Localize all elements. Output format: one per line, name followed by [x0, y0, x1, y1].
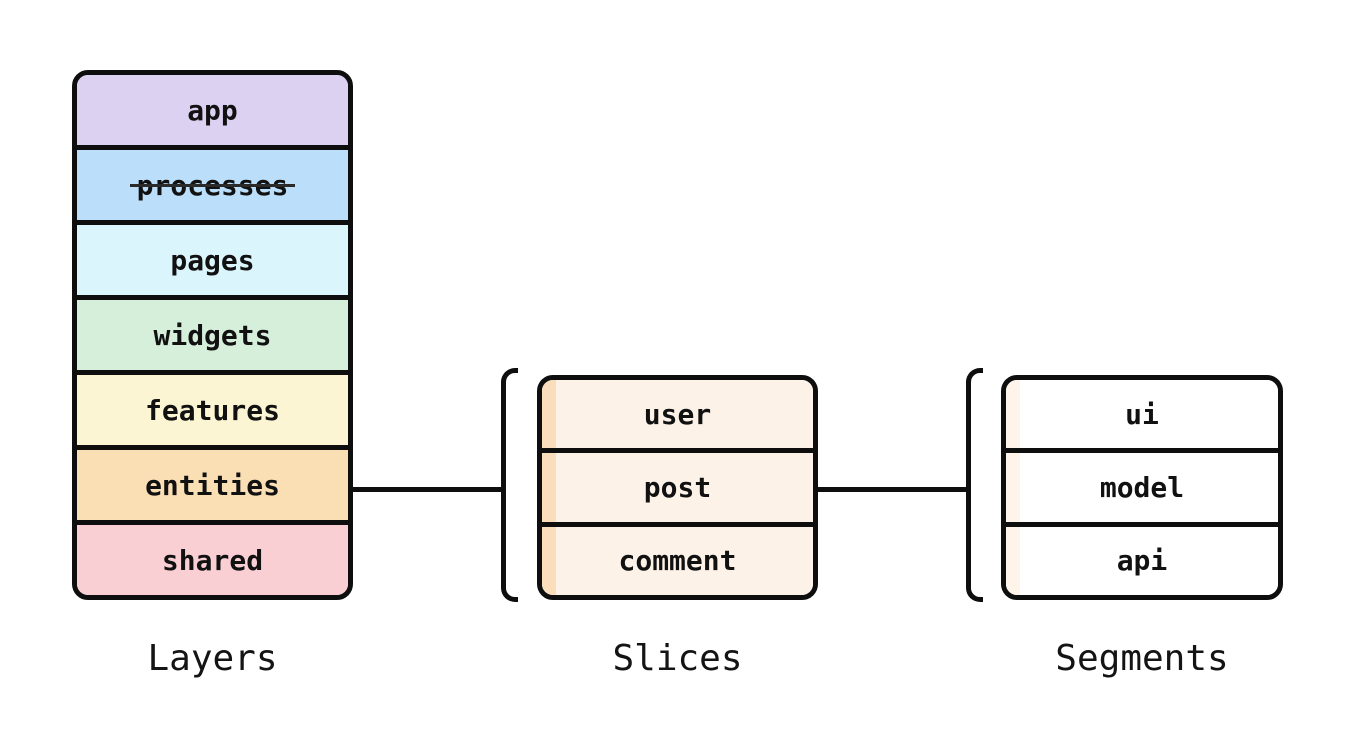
- slice-row-comment: comment: [542, 521, 813, 595]
- caption-segments: Segments: [1055, 638, 1229, 679]
- slice-accent-stripe: [542, 380, 556, 449]
- slices-stack: user post comment: [537, 375, 818, 600]
- layer-label-pages: pages: [170, 243, 255, 277]
- caption-slices: Slices: [612, 638, 743, 679]
- segment-label-api: api: [1116, 544, 1168, 578]
- caption-layers: Layers: [147, 638, 278, 679]
- slice-row-post: post: [542, 448, 813, 522]
- layer-row-pages: pages: [77, 220, 348, 295]
- connector-slices-to-segments: [817, 487, 968, 492]
- segment-label-ui: ui: [1125, 397, 1159, 431]
- layer-row-processes: processes: [77, 145, 348, 220]
- layer-row-entities: entities: [77, 445, 348, 520]
- slice-accent-stripe: [542, 453, 556, 522]
- segment-accent-stripe: [1006, 526, 1020, 595]
- slices-bracket-icon: [501, 368, 518, 602]
- slice-label-post: post: [643, 470, 712, 504]
- layer-row-shared: shared: [77, 520, 348, 595]
- segments-stack: ui model api: [1001, 375, 1283, 600]
- connector-layers-to-slices: [352, 487, 503, 492]
- segment-accent-stripe: [1006, 453, 1020, 522]
- segments-bracket-icon: [966, 368, 983, 602]
- segment-row-ui: ui: [1006, 380, 1278, 449]
- layer-label-app: app: [187, 93, 238, 127]
- segment-row-api: api: [1006, 521, 1278, 595]
- layer-label-processes: processes: [129, 168, 296, 202]
- layer-row-widgets: widgets: [77, 295, 348, 370]
- layer-label-entities: entities: [145, 468, 280, 502]
- layer-label-shared: shared: [161, 543, 264, 577]
- slice-row-user: user: [542, 380, 813, 449]
- layer-row-features: features: [77, 370, 348, 445]
- slice-label-user: user: [643, 397, 712, 431]
- layer-label-widgets: widgets: [153, 318, 272, 352]
- segment-accent-stripe: [1006, 380, 1020, 449]
- layers-stack: app processes pages widgets features ent…: [72, 70, 353, 600]
- slice-label-comment: comment: [618, 544, 737, 578]
- slice-accent-stripe: [542, 526, 556, 595]
- segment-label-model: model: [1099, 470, 1185, 504]
- segment-row-model: model: [1006, 448, 1278, 522]
- layer-label-features: features: [145, 393, 280, 427]
- layer-row-app: app: [77, 75, 348, 145]
